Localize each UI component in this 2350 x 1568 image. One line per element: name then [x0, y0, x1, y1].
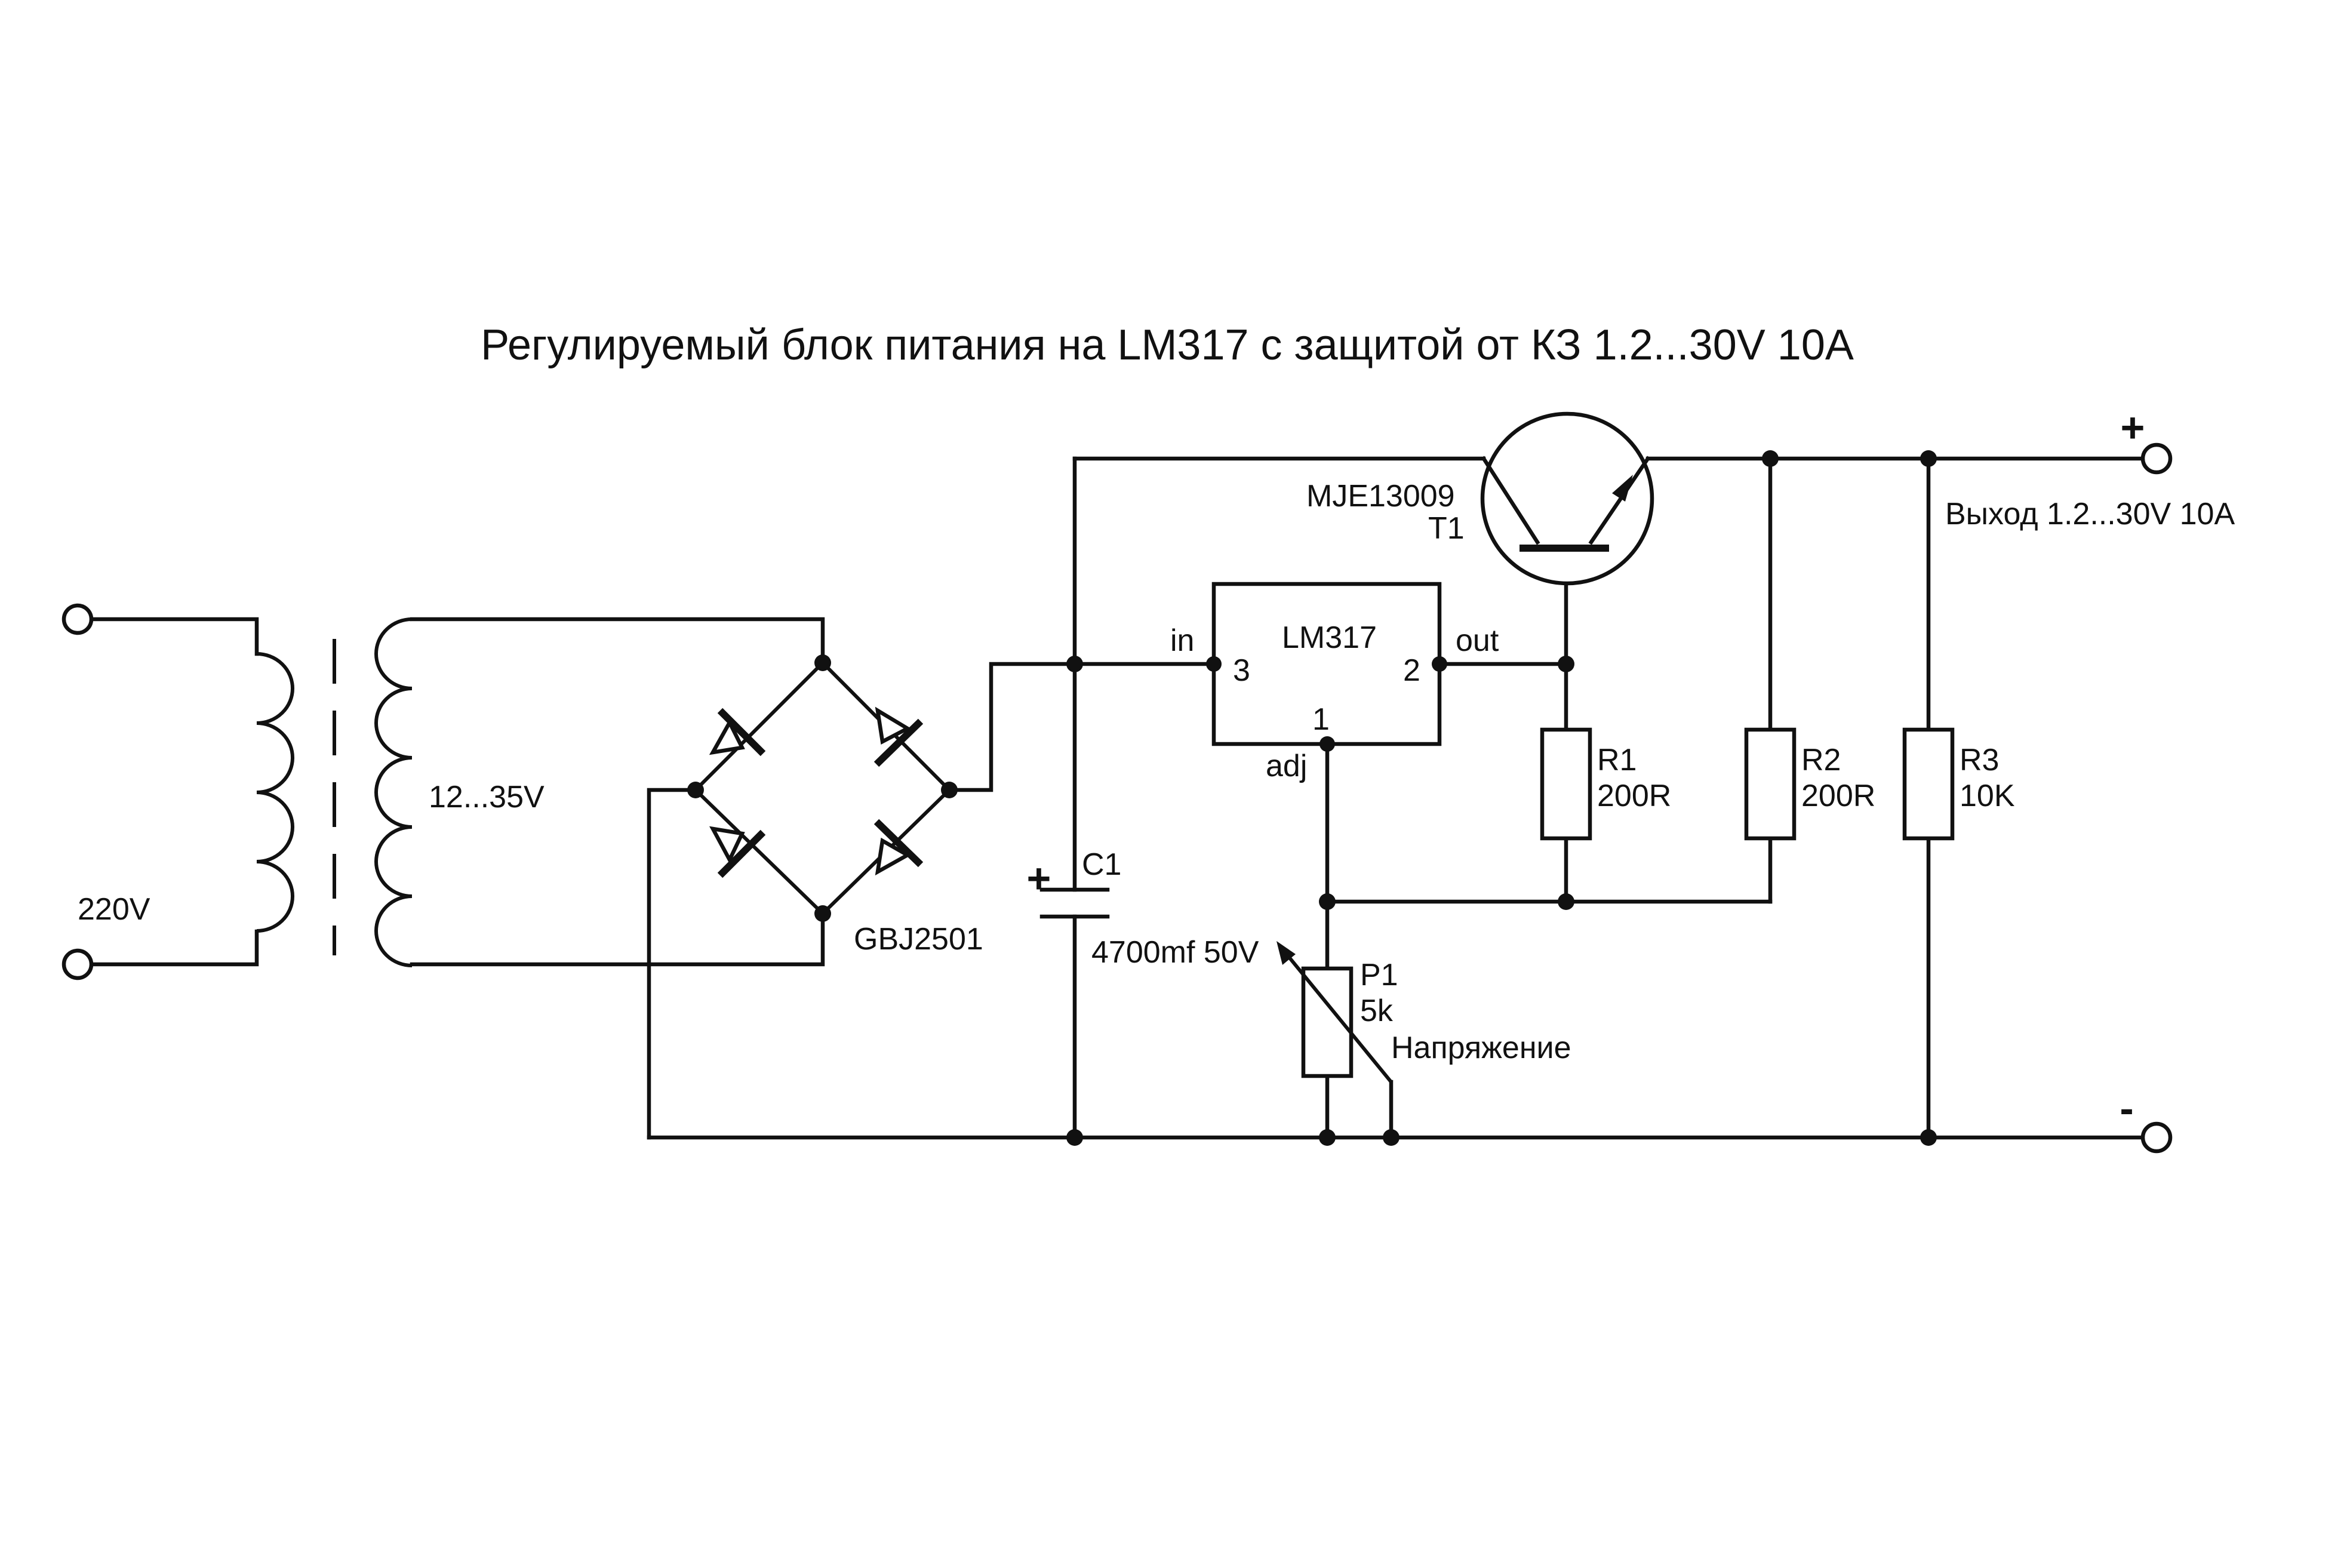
output-minus-label: - [2120, 1085, 2133, 1132]
input-terminals [61, 603, 94, 980]
resistor-r3 [1902, 727, 1955, 841]
transistor-t1 [1480, 411, 1654, 586]
diagram-title: Регулируемый блок питания на LM317 с защ… [481, 321, 1854, 369]
lm317-pin2-label: 2 [1403, 653, 1420, 688]
lm317-pin-adj-label: adj [1266, 749, 1307, 783]
transformer [256, 617, 413, 967]
output-label: Выход 1.2...30V 10A [1945, 497, 2235, 531]
bridge-label: GBJ2501 [854, 922, 983, 957]
c1-polarity-label: + [1027, 855, 1051, 902]
junction-dots [687, 450, 1937, 1146]
lm317-pin-in-label: in [1170, 623, 1194, 658]
diode-bridge [693, 660, 952, 917]
r3-ref-label: R3 [1960, 743, 1999, 777]
r2-value-label: 200R [1801, 779, 1875, 813]
r2-ref-label: R2 [1801, 743, 1841, 777]
transistor-ref-label: T1 [1428, 511, 1465, 546]
capacitor-c1 [1039, 887, 1110, 919]
p1-function-label: Напряжение [1391, 1031, 1571, 1065]
input-voltage-label: 220V [78, 892, 150, 927]
output-plus-label: + [2121, 404, 2145, 451]
p1-ref-label: P1 [1360, 958, 1398, 992]
r1-value-label: 200R [1597, 779, 1671, 813]
c1-ref-label: C1 [1082, 847, 1121, 882]
resistor-r1 [1540, 727, 1592, 841]
lm317-pin3-label: 3 [1233, 653, 1250, 688]
potentiometer-p1 [1276, 941, 1393, 1083]
transistor-part-label: MJE13009 [1306, 479, 1455, 514]
p1-value-label: 5k [1360, 994, 1394, 1028]
secondary-voltage-label: 12...35V [429, 780, 545, 814]
r3-value-label: 10K [1960, 779, 2015, 813]
lm317-pin1-label: 1 [1312, 702, 1330, 737]
resistor-r2 [1744, 727, 1797, 841]
c1-value-label: 4700mf 50V [1091, 935, 1259, 970]
r1-ref-label: R1 [1597, 743, 1637, 777]
output-terminals [2140, 442, 2173, 1154]
lm317-pin-out-label: out [1456, 623, 1499, 658]
lm317-name: LM317 [1282, 620, 1377, 655]
